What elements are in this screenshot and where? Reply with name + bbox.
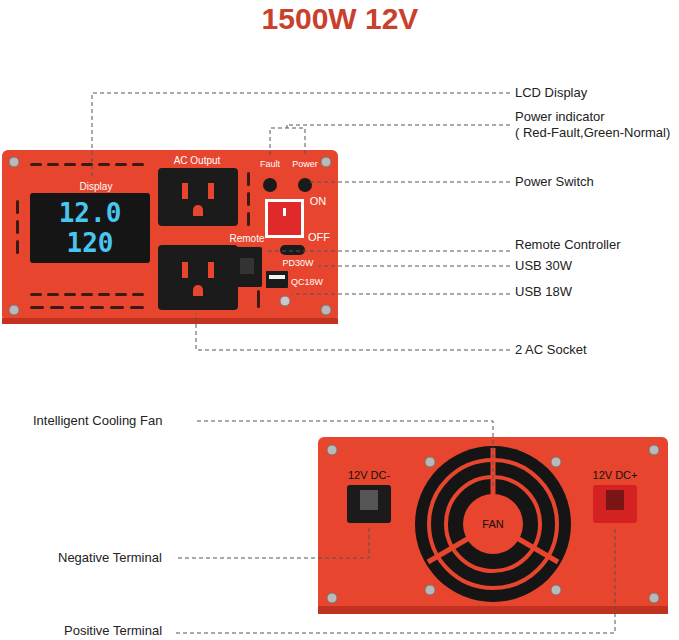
vent-slot [132,293,144,296]
callout-label: Remote Controller [515,238,621,252]
vent-slot [30,163,42,166]
vent-slot [110,306,124,309]
vent-slot [130,306,144,309]
ac-socket [158,168,238,310]
vent-slot [115,293,127,296]
leader-line [92,93,615,633]
vent-slot [30,293,42,296]
vent-slot [50,306,64,309]
usb-a-port [266,271,288,288]
panel-marking: Display [80,181,113,192]
panel-marking: Remote [229,233,264,244]
vent-slot [98,163,110,166]
vent-slot [64,293,76,296]
panel-marking: Power [292,160,318,170]
panel-marking: PD30W [282,259,313,269]
callout-label: Intelligent Cooling Fan [33,414,162,428]
panel-marking: QC18W [291,278,323,288]
callout-label: USB 30W [515,259,572,273]
vent-slot [98,293,110,296]
remote-port [232,247,262,287]
panel-base [2,318,338,324]
panel-marking: AC Output [174,155,221,166]
display-reading: 120 [67,229,114,258]
negative-terminal [347,485,391,523]
callout-label: ( Red-Fault,Green-Normal) [515,126,670,140]
terminal-marking: 12V DC+ [593,469,638,481]
display-reading: 12.0 [59,199,122,228]
fan-marking: FAN [482,518,503,530]
positive-terminal [593,485,637,523]
panel-marking: OFF [308,231,330,243]
power-led [298,178,312,192]
fault-led [263,178,277,192]
vent-slot [47,293,59,296]
vent-slot [257,290,260,308]
vent-slot [132,163,144,166]
vent-slot [16,240,19,254]
vent-slot [64,163,76,166]
panel-marking: Fault [260,160,280,170]
panel-marking: ON [310,195,327,207]
vent-slot [81,293,93,296]
callout-label: Power Switch [515,175,594,189]
vent-slot [247,192,250,206]
vent-slot [90,306,104,309]
callout-label: Negative Terminal [58,551,162,565]
vent-slot [81,163,93,166]
front-panel [2,150,338,322]
callout-label: 2 AC Socket [515,343,587,357]
terminal-marking: 12V DC- [348,469,390,481]
vent-slots [16,163,260,309]
vent-slot [247,212,250,226]
lcd-display [30,193,150,263]
vent-slot [115,163,127,166]
callout-label: LCD Display [515,86,587,100]
vent-slot [247,172,250,186]
callout-label: Power indicator [515,110,605,124]
power-switch [265,199,304,238]
usb-c-port [280,245,305,255]
callout-label: Positive Terminal [64,624,162,638]
callout-label: USB 18W [515,285,572,299]
vent-slot [30,306,44,309]
vent-slot [16,220,19,234]
ground-screw [280,296,290,306]
vent-slot [70,306,84,309]
title: 1500W 12V [262,2,419,35]
vent-slot [16,200,19,214]
vent-slot [47,163,59,166]
